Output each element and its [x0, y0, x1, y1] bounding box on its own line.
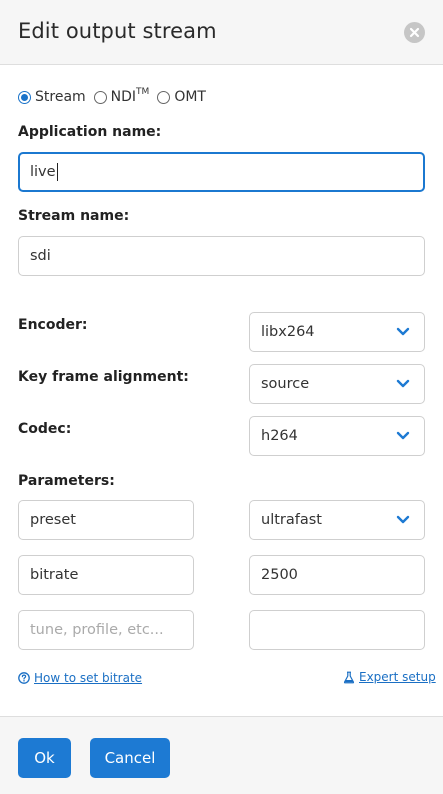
application-name-value: live	[30, 164, 56, 180]
radio-omt-label: OMT	[174, 89, 206, 105]
keyframe-alignment-label: Key frame alignment:	[18, 369, 189, 385]
bitrate-help-link[interactable]: How to set bitrate	[18, 671, 142, 685]
ndi-trademark: TM	[136, 87, 150, 97]
encoder-select[interactable]: libx264	[249, 312, 425, 352]
encoder-value: libx264	[261, 324, 315, 340]
ok-button[interactable]: Ok	[18, 738, 71, 778]
encoder-label: Encoder:	[18, 317, 88, 333]
flask-icon	[343, 671, 355, 683]
chevron-down-icon	[396, 515, 410, 524]
close-button[interactable]	[404, 22, 425, 43]
application-name-input[interactable]: live	[18, 152, 425, 192]
radio-omt[interactable]: OMT	[157, 89, 206, 105]
chevron-down-icon	[396, 431, 410, 440]
expert-setup-link-text[interactable]: Expert setup	[359, 670, 436, 684]
codec-select[interactable]: h264	[249, 416, 425, 456]
radio-stream-dot[interactable]	[18, 90, 31, 104]
dialog-footer: Ok Cancel	[0, 716, 443, 794]
parameter-value-selected: ultrafast	[261, 512, 322, 528]
parameter-value-text: 2500	[261, 567, 298, 583]
chevron-down-icon	[396, 327, 410, 336]
new-parameter-key-placeholder: tune, profile, etc...	[30, 622, 164, 638]
parameter-key-value: bitrate	[30, 567, 79, 583]
keyframe-alignment-select[interactable]: source	[249, 364, 425, 404]
dialog-header: Edit output stream	[0, 0, 443, 65]
radio-stream-label: Stream	[35, 89, 86, 105]
stream-name-input[interactable]: sdi	[18, 236, 425, 276]
parameter-key-input[interactable]: preset	[18, 500, 194, 540]
stream-name-value: sdi	[30, 248, 51, 264]
bitrate-help-link-text[interactable]: How to set bitrate	[34, 671, 143, 685]
chevron-down-icon	[396, 379, 410, 388]
parameter-key-input[interactable]: bitrate	[18, 555, 194, 595]
new-parameter-key-input[interactable]: tune, profile, etc...	[18, 610, 194, 650]
application-name-label: Application name:	[18, 124, 162, 140]
radio-stream[interactable]: Stream	[18, 89, 86, 105]
parameter-value-select[interactable]: ultrafast	[249, 500, 425, 540]
codec-label: Codec:	[18, 421, 72, 437]
radio-omt-dot[interactable]	[157, 90, 171, 104]
radio-ndi-dot[interactable]	[93, 90, 107, 104]
question-circle-icon	[18, 672, 30, 684]
parameters-label: Parameters:	[18, 473, 115, 489]
cancel-button[interactable]: Cancel	[90, 738, 170, 778]
close-icon	[409, 27, 420, 38]
parameter-value-input[interactable]: 2500	[249, 555, 425, 595]
parameter-key-value: preset	[30, 512, 76, 528]
new-parameter-value-input[interactable]	[249, 610, 425, 650]
dialog-title: Edit output stream	[18, 19, 217, 43]
radio-ndi-label: NDI	[110, 89, 137, 105]
keyframe-alignment-value: source	[261, 376, 310, 392]
text-caret	[56, 163, 58, 181]
codec-value: h264	[261, 428, 298, 444]
stream-name-label: Stream name:	[18, 208, 130, 224]
expert-setup-link[interactable]: Expert setup	[343, 670, 436, 684]
